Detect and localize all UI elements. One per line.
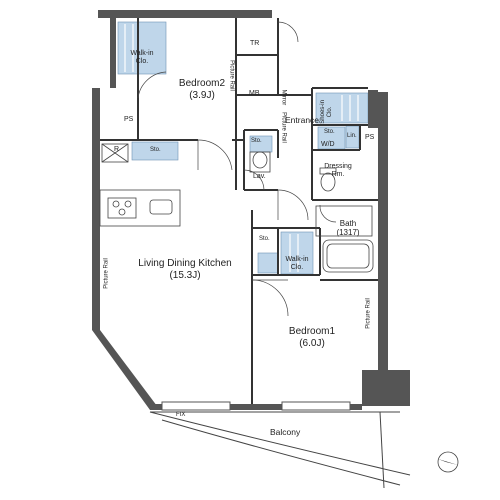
sto-lav-label: Sto. (251, 138, 262, 144)
lin-label: Lin. (347, 133, 357, 139)
closet-stripes (124, 24, 359, 272)
ps-left-label: PS (124, 116, 134, 123)
wall-left-angled (92, 132, 160, 410)
storage-kitchen-fill (131, 141, 179, 161)
ldk-size: (15.3J) (169, 269, 201, 281)
door-swings (137, 21, 337, 317)
walkin-top-line1: Walk-in (130, 50, 154, 57)
picture-rail-bedroom1: Picture Rail (365, 298, 372, 329)
lav-fixtures (249, 151, 337, 192)
balcony-label: Balcony (270, 427, 301, 437)
wall-right-upper (368, 90, 378, 128)
lavatory-sink (252, 151, 268, 169)
dressing-label: Dressing Rm. (318, 163, 358, 179)
wall-top-left (98, 10, 226, 18)
sto-kitchen-label: Sto. (150, 147, 161, 153)
walkin-closet-mid-label: Walk-in Clo. (280, 256, 314, 272)
entrance-label: Entrance (285, 115, 320, 125)
shoes-closet-label: Shoes-in Clo. (320, 97, 334, 127)
bath-wall-box (315, 205, 373, 237)
shoes-line2: Clo. (327, 106, 333, 118)
mirror-label: Mirror (280, 89, 287, 106)
windows (161, 401, 351, 411)
bedroom1-name: Bedroom1 (288, 326, 336, 337)
walkin-closet-top-fill (117, 21, 167, 75)
walkin-closet-mid-fill (280, 231, 314, 275)
ldk-name: Living Dining Kitchen (138, 258, 232, 269)
bedroom2-label: Bedroom2 (3.9J) (172, 78, 232, 101)
walls (92, 10, 410, 410)
ldk-label: Living Dining Kitchen (15.3J) (125, 258, 245, 281)
kitchen (99, 143, 181, 227)
bath-label: Bath (1317) (328, 219, 368, 237)
bath-size: (1317) (336, 228, 360, 238)
wall-right-bottom (362, 370, 410, 406)
bedroom2-size: (3.9J) (189, 89, 215, 101)
walkin-closet-top-label: Walk-in Clo. (120, 50, 164, 66)
balcony-outline (149, 411, 411, 489)
walkin-mid-line2: Clo. (290, 264, 304, 272)
bathtub (322, 239, 374, 273)
kitchen-sink (149, 199, 173, 215)
wd-label: W/D (321, 141, 335, 148)
refrigerator-label: R (114, 146, 120, 153)
mb-label: MB (249, 90, 260, 97)
wall-bedroom2-left (110, 18, 116, 88)
dressing-sub: Rm. (331, 171, 345, 179)
wall-left-upper (92, 88, 100, 132)
shoes-line1: Shoes-in (320, 100, 327, 124)
bedroom2-name: Bedroom2 (178, 78, 226, 89)
dressing-name: Dressing (324, 163, 352, 170)
sto-entrance-label: Sto. (324, 129, 335, 135)
walkin-top-line2: Clo. (135, 58, 149, 66)
picture-rail-ldk: Picture Rail (103, 258, 110, 289)
bath-fixtures (315, 205, 374, 273)
wall-bottom (150, 404, 362, 410)
storage-mid-fill (257, 252, 279, 274)
compass-icon (437, 451, 459, 473)
fix-label: FIX (176, 412, 186, 418)
bedroom1-label: Bedroom1 (6.0J) (282, 326, 342, 349)
lav-label: Lav. (253, 173, 266, 180)
refrigerator-box (101, 143, 129, 163)
ps-right-label: PS (365, 134, 375, 141)
bath-name: Bath (339, 219, 357, 228)
wall-right-main (378, 92, 388, 384)
toilet (320, 172, 336, 192)
sto-mid-label: Sto. (259, 236, 270, 242)
kitchen-counter (99, 189, 181, 227)
interior-walls (100, 18, 378, 404)
kitchen-cooktop (107, 197, 137, 219)
picture-rail-bedroom2: Picture Rail (228, 60, 235, 91)
bedroom1-size: (6.0J) (299, 337, 325, 349)
walkin-mid-line1: Walk-in (285, 256, 309, 263)
wall-top-right (222, 10, 272, 18)
tr-label: TR (250, 40, 260, 47)
